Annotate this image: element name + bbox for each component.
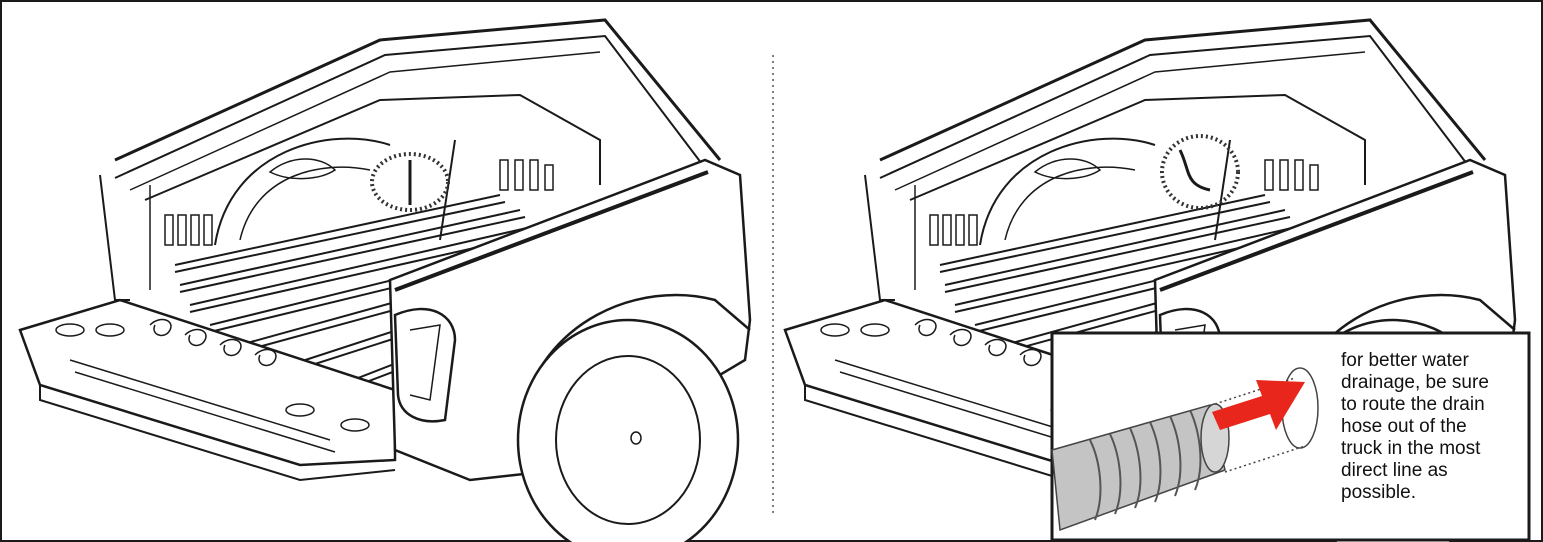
- instruction-line: to route the drain: [1341, 394, 1485, 415]
- instruction-line: direct line as: [1341, 460, 1448, 481]
- instruction-line: for better water: [1341, 350, 1469, 371]
- instruction-line: drainage, be sure: [1341, 372, 1489, 393]
- drain-hose-inset: [1050, 331, 1531, 542]
- truck-bed-drain-after-illustration: [783, 18, 1517, 542]
- direction-arrow-icon: [1212, 380, 1305, 430]
- drain-highlight-circle: [370, 152, 450, 212]
- drain-highlight-circle-right: [1160, 134, 1240, 210]
- truck-bed-drain-before-illustration: [18, 18, 752, 542]
- instruction-line: hose out of the: [1341, 416, 1467, 437]
- instruction-line: possible.: [1341, 482, 1416, 503]
- instruction-line: truck in the most: [1341, 438, 1481, 459]
